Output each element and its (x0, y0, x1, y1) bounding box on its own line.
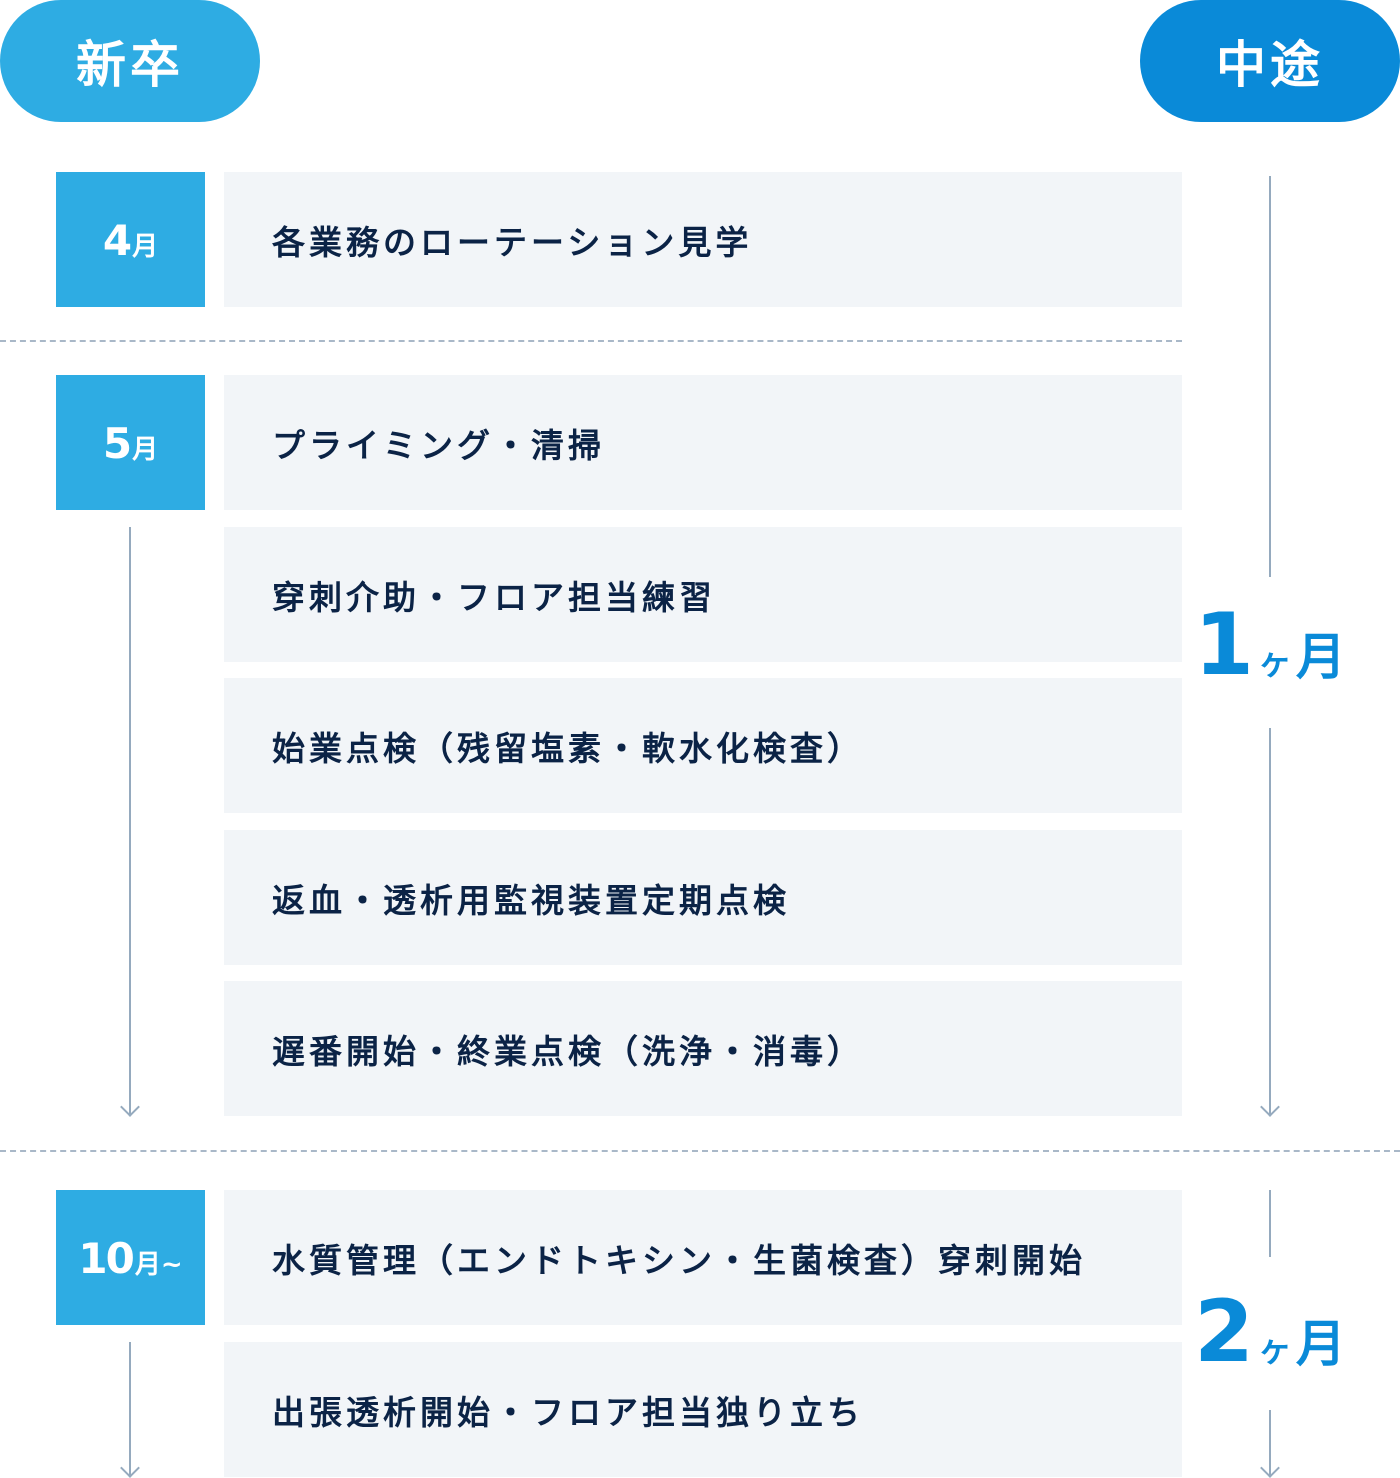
arrow-head-icon (1260, 1097, 1280, 1117)
task-row: 穿刺介助・フロア担当練習 (224, 527, 1182, 662)
timeline-arrow (1269, 728, 1271, 1114)
arrow-head-icon (1260, 1458, 1280, 1478)
task-row: 出張透析開始・フロア担当独り立ち (224, 1342, 1182, 1477)
mid-career-label: 中途 (1140, 0, 1400, 122)
divider (0, 340, 1182, 342)
month-unit: 月~ (134, 1250, 183, 1280)
month-number: 4 (102, 216, 132, 265)
task-row: 遅番開始・終業点検（洗浄・消毒） (224, 981, 1182, 1116)
duration-ke: ヶ (1257, 643, 1292, 683)
month-number: 5 (102, 419, 132, 468)
timeline-arrow (129, 1342, 131, 1476)
task-row: 各業務のローテーション見学 (224, 172, 1182, 307)
arrow-head-icon (120, 1458, 140, 1478)
month-number: 10 (78, 1234, 134, 1283)
duration-number: 2 (1194, 1282, 1254, 1382)
timeline-line (1269, 1190, 1271, 1257)
arrow-head-icon (120, 1097, 140, 1117)
divider (0, 1150, 1400, 1152)
task-row: 始業点検（残留塩素・軟水化検査） (224, 678, 1182, 813)
timeline-line (1269, 176, 1271, 577)
timeline-arrow (129, 527, 131, 1114)
duration-ke: ヶ (1257, 1330, 1292, 1370)
timeline-arrow (1269, 1410, 1271, 1476)
duration-number: 1 (1194, 595, 1254, 695)
task-row: 返血・透析用監視装置定期点検 (224, 830, 1182, 965)
month-unit: 月 (132, 232, 159, 262)
task-row: 水質管理（エンドトキシン・生菌検査）穿刺開始 (224, 1190, 1182, 1325)
duration-unit: 月 (1295, 1315, 1346, 1373)
task-row: プライミング・清掃 (224, 375, 1182, 510)
new-grad-label: 新卒 (0, 0, 260, 122)
month-unit: 月 (132, 435, 159, 465)
duration-unit: 月 (1295, 628, 1346, 686)
